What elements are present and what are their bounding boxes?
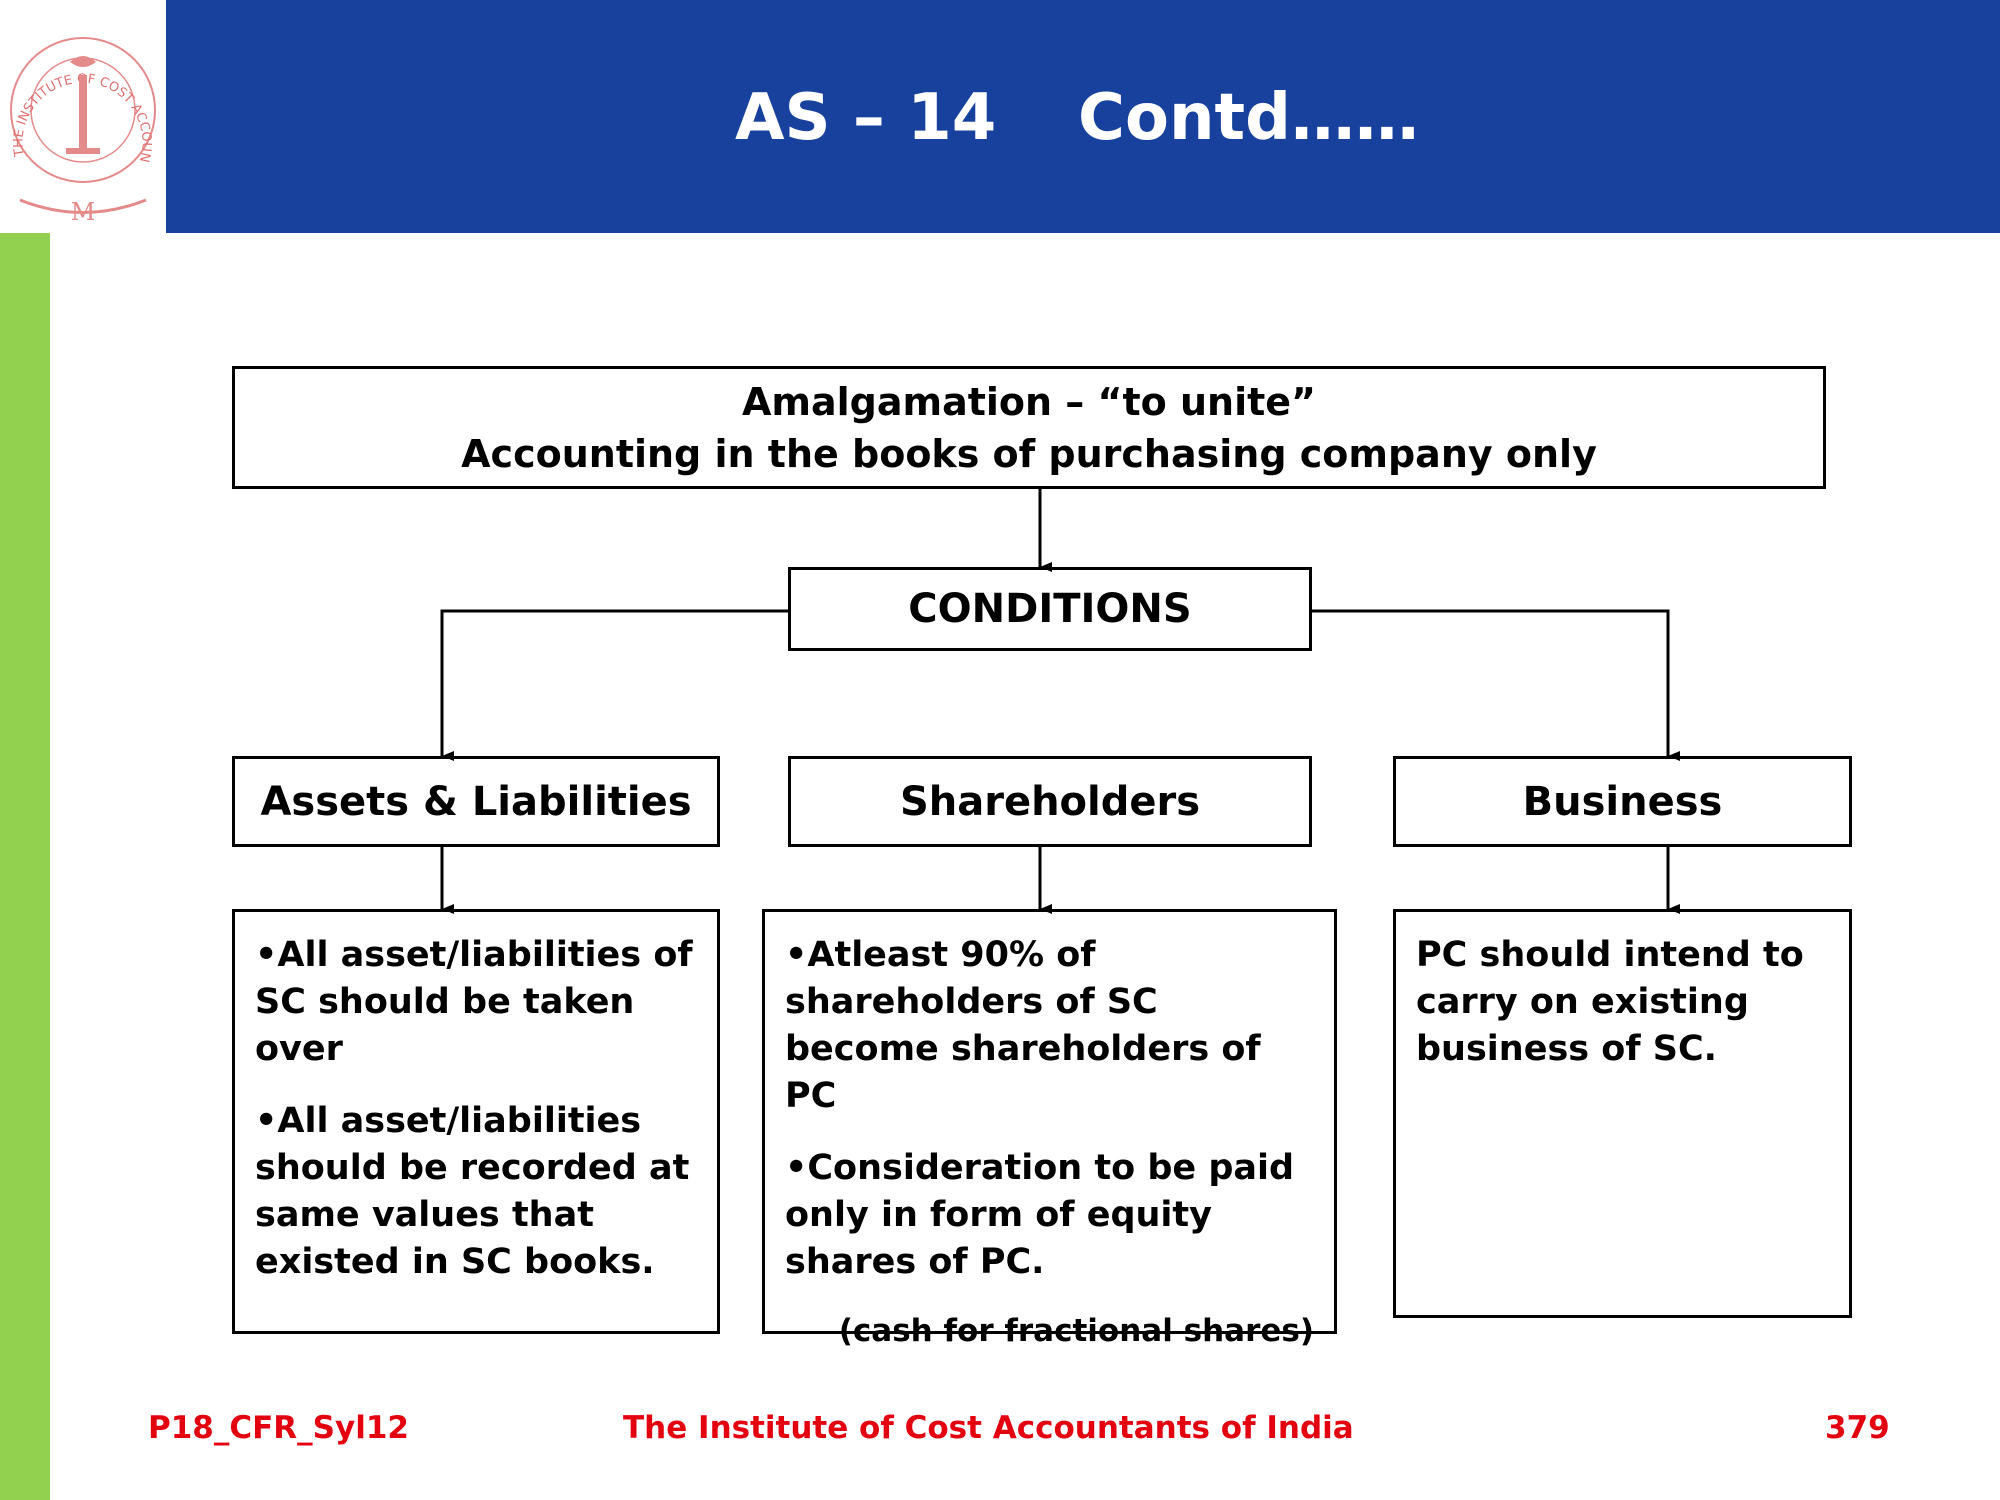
condition-point: •All asset/liabilities of SC should be t… [255,935,693,1069]
fractional-shares-note: (cash for fractional shares) [838,1313,1314,1349]
condition-point: PC should intend to carry on existing bu… [1416,935,1804,1069]
condition-point: •Consideration to be paid only in form o… [785,1148,1295,1282]
conditions-label: CONDITIONS [908,586,1192,632]
svg-text:M: M [71,198,96,226]
condition-point: •All asset/liabilities should be recorde… [255,1101,690,1282]
amalgamation-box: Amalgamation – “to unite” Accounting in … [232,366,1826,489]
business-box: Business [1393,756,1852,847]
header-band [166,0,2000,233]
business-label: Business [1522,778,1723,825]
accounting-scope: Accounting in the books of purchasing co… [461,431,1597,476]
assets-liabilities-label: Assets & Liabilities [260,778,692,825]
conditions-box: CONDITIONS [788,567,1312,651]
shareholders-label: Shareholders [899,778,1201,825]
slide-title-contd: Contd…… [1078,81,1419,155]
assets-liabilities-box: Assets & Liabilities [232,756,720,847]
shareholders-details: •Atleast 90% of shareholders of SC becom… [762,909,1337,1349]
slide-title-standard: AS – 14 [735,81,997,155]
condition-point: •Atleast 90% of shareholders of SC becom… [785,935,1261,1116]
connector-conditions-to-assets [440,609,788,761]
assets-liabilities-details: •All asset/liabilities of SC should be t… [232,909,720,1334]
institute-logo: THE INSTITUTE OF COST ACCOUNTANTS OF IND… [0,0,166,233]
amalgamation-definition: Amalgamation – “to unite” [741,379,1317,424]
shareholders-box: Shareholders [788,756,1312,847]
footer-organization: The Institute of Cost Accountants of Ind… [623,1410,1354,1446]
footer-course-code: P18_CFR_Syl12 [148,1410,409,1446]
institute-seal-icon: THE INSTITUTE OF COST ACCOUNTANTS OF IND… [0,0,156,226]
business-details: PC should intend to carry on existing bu… [1393,909,1852,1318]
connector-conditions-to-business [1312,609,1680,761]
footer-page-number: 379 [1825,1410,1890,1446]
accent-strip [0,233,50,1500]
